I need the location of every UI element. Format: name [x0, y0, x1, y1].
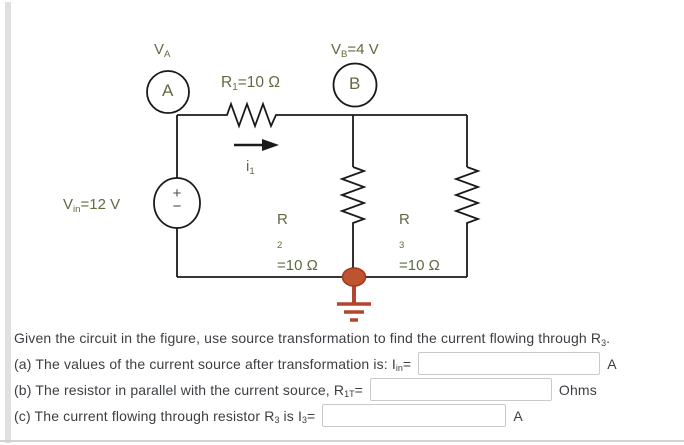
i3-input[interactable] — [322, 404, 507, 427]
question-a: (a) The values of the current source aft… — [14, 351, 617, 376]
node-b-circle — [332, 62, 378, 108]
node-a-letter: A — [162, 81, 174, 100]
vb-label: VB=4 V — [331, 41, 379, 60]
question-b: (b) The resistor in parallel with the cu… — [14, 377, 597, 402]
iin-input[interactable] — [418, 352, 601, 375]
plus-sign: + — [172, 185, 182, 202]
node-b-letter: B — [349, 74, 361, 93]
resistor-r1-symbol — [222, 101, 285, 129]
question-c-unit: A — [513, 407, 523, 424]
current-arrow-i1 — [234, 139, 279, 151]
question-intro: Given the circuit in the figure, use sou… — [14, 330, 611, 348]
voltage-source-symbol — [153, 177, 201, 229]
question-b-unit: Ohms — [558, 381, 597, 398]
i1-label: i1 — [246, 158, 255, 177]
r1-label: R1=10 Ω — [221, 74, 280, 93]
vin-label: Vin=12 V — [63, 196, 121, 215]
ground-symbol — [337, 284, 371, 322]
r1t-input[interactable] — [369, 378, 552, 401]
resistor-r3-symbol — [453, 166, 481, 230]
wires — [176, 101, 481, 278]
bottom-divider-line — [0, 440, 684, 442]
question-c-text: (c) The current flowing through resistor… — [14, 407, 316, 426]
question-a-unit: A — [607, 355, 617, 372]
node-a-circle — [146, 70, 190, 114]
question-b-text: (b) The resistor in parallel with the cu… — [14, 381, 363, 400]
question-c: (c) The current flowing through resistor… — [14, 403, 523, 428]
va-label: VA — [154, 41, 171, 60]
resistor-r2-symbol — [339, 166, 367, 230]
left-border-bar — [5, 2, 11, 443]
ground-node-dot — [341, 267, 367, 287]
circuit-svg — [146, 62, 481, 322]
question-a-text: (a) The values of the current source aft… — [14, 355, 412, 374]
source-polarity: + − — [163, 185, 191, 215]
minus-sign: − — [172, 198, 182, 215]
